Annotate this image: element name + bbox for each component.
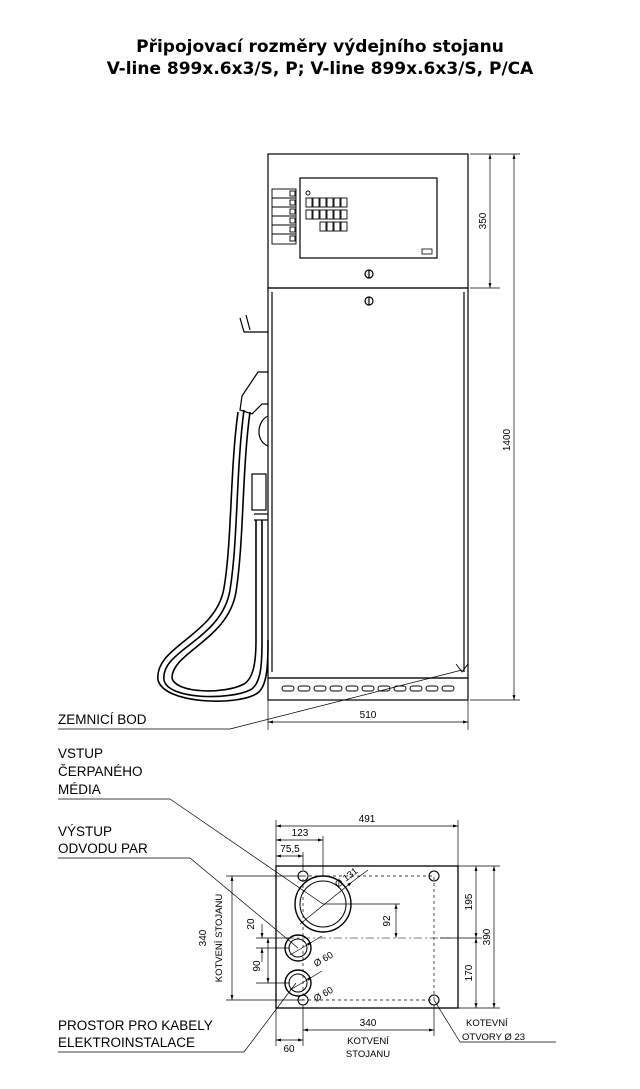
label-holes-line2: OTVORY Ø 23 (462, 1032, 525, 1043)
dim-diameter-60-cables: Ø 60 (312, 985, 335, 1005)
dim-90: 90 (252, 960, 263, 972)
dispenser-plan-view (275, 865, 459, 1009)
label-input-line3: MÉDIA (58, 782, 101, 797)
label-vapour-line2: ODVODU PAR (58, 841, 148, 856)
label-holes-line1: KOTEVNÍ (466, 1018, 508, 1029)
dim-75-5: 75,5 (280, 844, 300, 855)
dispenser-head (267, 153, 469, 289)
dim-20: 20 (246, 918, 257, 930)
dim-123: 123 (292, 828, 309, 839)
label-ground-point: ZEMNICÍ BOD (58, 712, 147, 727)
base-vents (281, 685, 455, 692)
label-cables-line2: ELEKTROINSTALACE (58, 1035, 195, 1050)
dim-body-height: 1400 (502, 428, 513, 451)
dim-head-height: 350 (478, 212, 489, 229)
hose (157, 409, 269, 702)
dispenser-front-view (157, 153, 469, 702)
dim-170: 170 (464, 964, 475, 981)
key-column (271, 188, 297, 245)
label-cables-line1: PROSTOR PRO KABELY (58, 1018, 213, 1033)
anchor-hole (428, 870, 440, 882)
dim-195: 195 (464, 893, 475, 910)
hose-coupling (251, 473, 267, 511)
label-anchor-horizontal-line1: KOTVENÍ (347, 1036, 389, 1047)
dim-diameter-60-vapour: Ø 60 (312, 950, 335, 970)
label-input-line1: VSTUP (58, 746, 103, 761)
dim-340-vertical: 340 (198, 929, 209, 946)
plan-view-dimensions (58, 798, 556, 1053)
dispenser-base (267, 677, 469, 701)
plan-outline (275, 865, 459, 1009)
digit-display (305, 190, 348, 232)
nozzle (239, 371, 268, 415)
label-vapour-line1: VÝSTUP (58, 824, 112, 839)
dim-width-510: 510 (360, 710, 377, 721)
dim-340-horizontal: 340 (360, 1018, 377, 1029)
label-anchor-vertical: KOTVENÍ STOJANU (214, 894, 225, 983)
label-anchor-horizontal-line2: STOJANU (346, 1049, 390, 1060)
front-view-dimensions (58, 153, 520, 730)
drawing-title-line2: V-line 899x.6x3/S, P; V-line 899x.6x3/S,… (106, 59, 534, 79)
dim-92: 92 (382, 915, 393, 927)
display-panel (299, 177, 438, 259)
dim-491: 491 (359, 814, 376, 825)
dim-390: 390 (482, 928, 493, 945)
drawing-title-line1: Připojovací rozměry výdejního stojanu (136, 37, 504, 57)
label-input-line2: ČERPANÉHO (58, 764, 143, 779)
dispenser-body (267, 287, 469, 679)
dim-60-bottom: 60 (283, 1044, 295, 1055)
ground-point-symbol (455, 663, 469, 673)
nozzle-holder (239, 317, 268, 333)
